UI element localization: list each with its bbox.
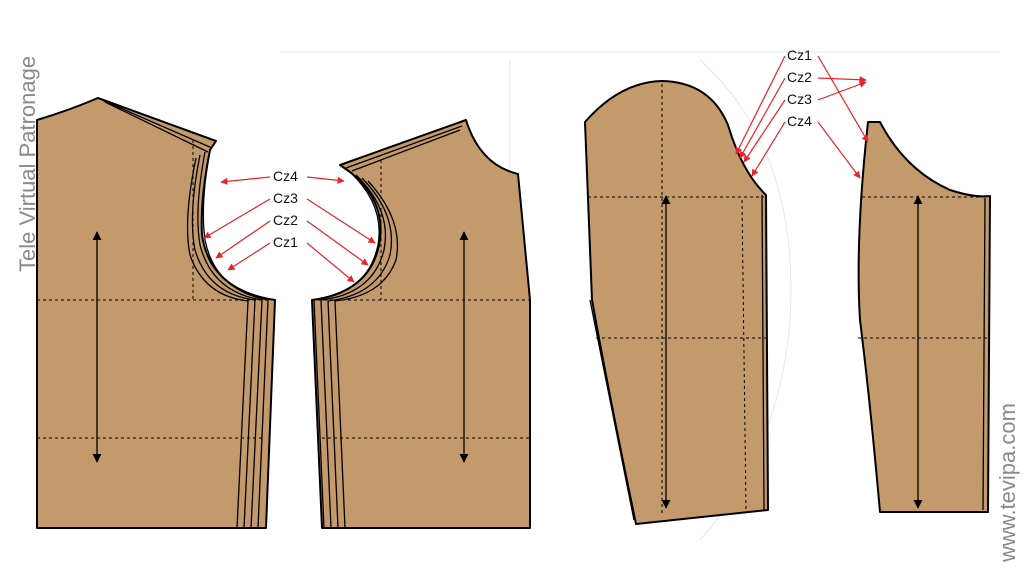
bodice-label-cz1: Cz1 <box>273 234 298 250</box>
sleeve-labels: Cz1 Cz2 Cz3 Cz4 <box>735 47 869 179</box>
bodice-label-cz2: Cz2 <box>273 212 298 228</box>
bodice-label-cz4: Cz4 <box>273 168 298 184</box>
sleeve-label-cz2: Cz2 <box>787 69 812 85</box>
bodice-labels: Cz4 Cz3 Cz2 Cz1 <box>203 168 376 283</box>
upper-sleeve-piece <box>584 80 769 525</box>
bodice-label-cz3: Cz3 <box>273 190 298 206</box>
under-sleeve-piece <box>857 121 991 513</box>
watermark-right: www.tevipa.com <box>995 403 1020 563</box>
back-bodice-piece <box>36 97 276 529</box>
sleeve-label-cz1: Cz1 <box>787 47 812 63</box>
sleeve-label-cz4: Cz4 <box>787 113 812 129</box>
front-bodice-piece <box>311 119 531 529</box>
sleeve-label-cz3: Cz3 <box>787 91 812 107</box>
watermark-left: Tele Virtual Patronage <box>15 56 40 272</box>
